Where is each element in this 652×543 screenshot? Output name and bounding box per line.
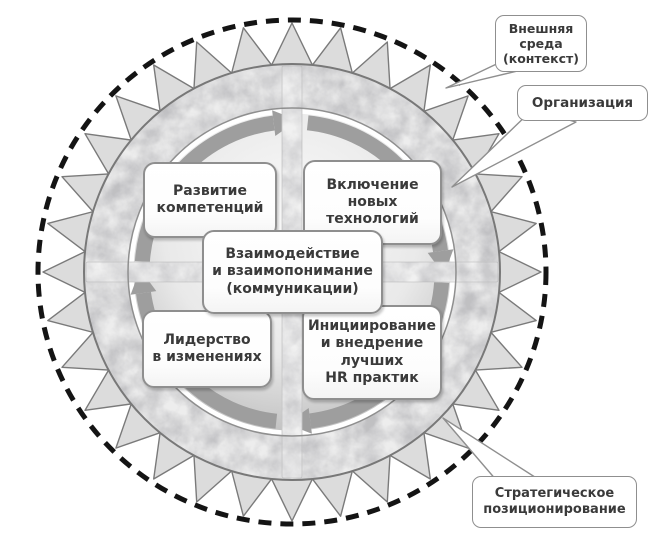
ring-outer-border [83,63,501,481]
box-hr-practices: Инициирование и внедрение лучших HR прак… [302,305,442,400]
dashed-boundary-circle [35,17,549,527]
callout-external-environment: Внешняя среда (контекст) [495,15,587,72]
ring-inner-border [127,107,457,437]
sun-ray [42,248,90,296]
strategic-callout-tail [442,417,542,482]
box-change-leadership: Лидерство в изменениях [142,310,272,388]
box-communication-center: Взаимодействие и взаимопонимание (коммун… [202,230,383,314]
sun-ray [268,474,316,522]
sun-ray [494,248,542,296]
sun-ray [268,22,316,70]
callout-organization: Организация [517,85,648,121]
sun-rays [42,22,542,522]
callout-strategic-positioning: Стратегическое позиционирование [472,476,637,528]
box-competency-development: Развитие компетенций [143,162,277,238]
